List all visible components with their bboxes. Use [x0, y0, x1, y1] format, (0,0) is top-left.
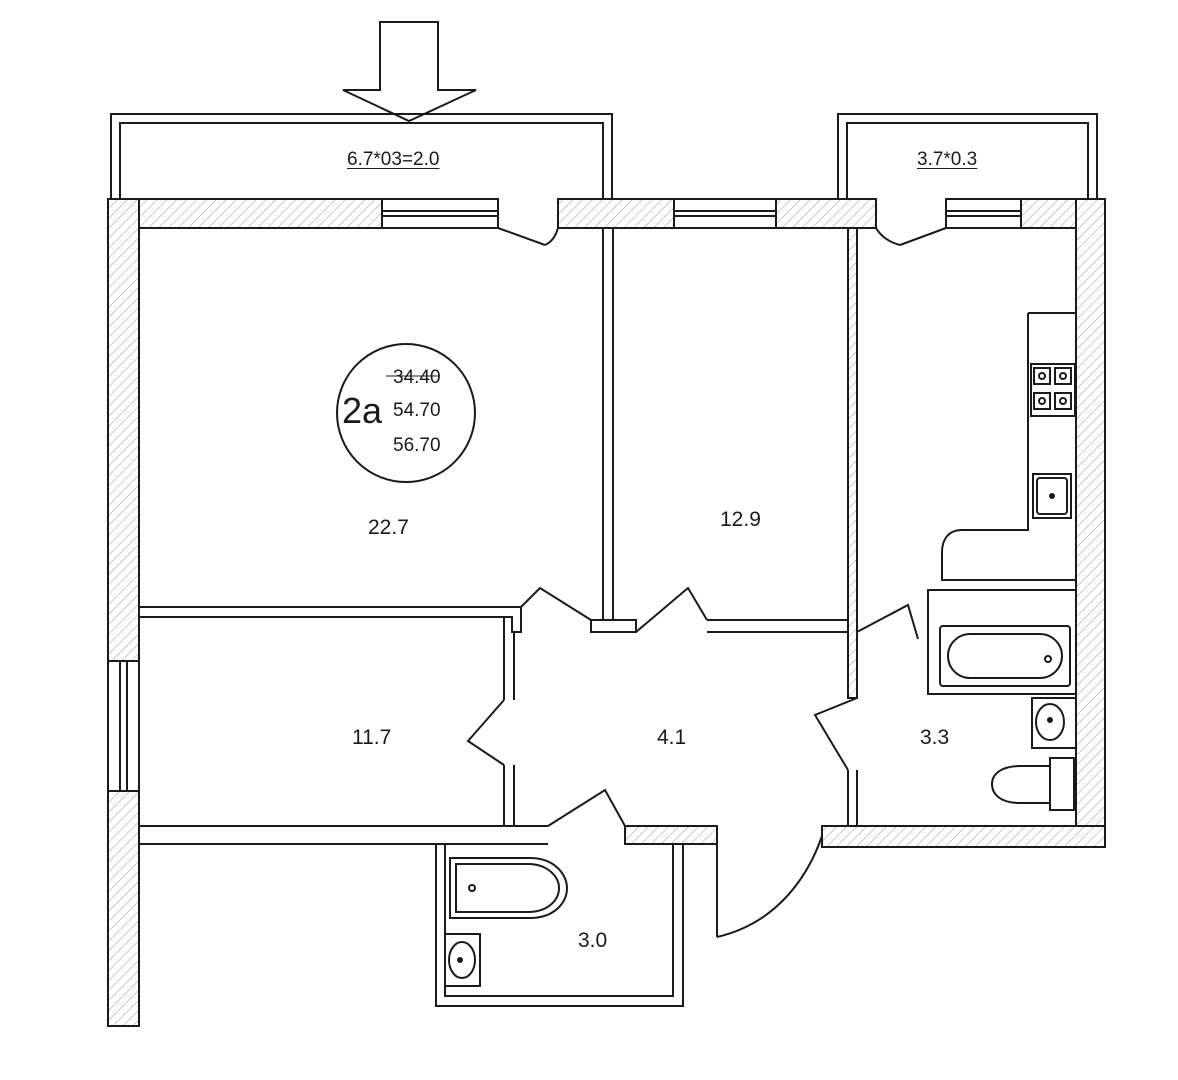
door-room3 [466, 699, 505, 766]
balcony-left-label: 6.7*03=2.0 [347, 149, 440, 170]
wall-east [1075, 198, 1106, 848]
balcony-door-right [875, 227, 947, 246]
wall-bedroom-room3 [139, 606, 637, 633]
door-bathroom2 [547, 788, 626, 827]
total-area: 54.70 [393, 400, 441, 421]
wall-north-3 [775, 198, 877, 229]
wall-room3-east [503, 617, 515, 826]
bathtub-icon [927, 589, 1077, 695]
wall-bath-west [847, 628, 858, 826]
apartment-code: 2a [342, 390, 383, 431]
balcony-door-left [497, 227, 559, 246]
total-area-with-balcony: 56.70 [393, 435, 441, 456]
wall-room3-south [139, 825, 548, 845]
wall-bath2-top [624, 825, 718, 845]
balcony-right-label: 3.7*0.3 [917, 149, 978, 170]
entry-door-frame [683, 843, 718, 937]
area-circle [336, 343, 476, 483]
room-area-room3: 11.7 [352, 726, 392, 749]
window-room2 [673, 198, 777, 229]
wall-kitchen-bath [847, 227, 858, 699]
bathtub2-icon [449, 857, 569, 919]
kitchen-sink-icon [1032, 473, 1072, 519]
entrance-arrow [342, 21, 477, 123]
window-kitchen [945, 198, 1022, 229]
bathroom2-walls [435, 844, 684, 1007]
room-area-hall: 4.1 [657, 726, 687, 749]
room-area-bathroom: 3.3 [920, 726, 950, 749]
room-area-room2: 12.9 [720, 508, 761, 531]
window-west [107, 660, 140, 792]
living-area: 34.40 [393, 367, 441, 388]
door-bedroom [520, 586, 592, 621]
wall-west-lower [107, 790, 140, 1027]
wall-room2-hall [707, 619, 848, 633]
balcony-left-outline [110, 113, 613, 198]
door-wc [813, 697, 858, 771]
wall-west-upper [107, 198, 140, 662]
wall-bedroom-room2 [602, 228, 614, 621]
room-area-bedroom: 22.7 [368, 516, 409, 539]
window-bedroom [381, 198, 499, 229]
washbasin-icon [1031, 697, 1077, 749]
stove-icon [1030, 363, 1076, 417]
door-bathroom [856, 603, 919, 640]
door-room2 [635, 586, 708, 633]
wall-north-1 [107, 198, 383, 229]
wall-north-2 [557, 198, 675, 229]
balcony-right-outline [837, 113, 1098, 198]
wall-south-bath [821, 825, 1106, 848]
toilet-icon [990, 757, 1075, 811]
washbasin2-icon [444, 933, 481, 987]
room-area-bathroom2: 3.0 [578, 929, 608, 952]
entry-door-swing [716, 835, 823, 938]
kitchen-counter [941, 312, 1076, 581]
